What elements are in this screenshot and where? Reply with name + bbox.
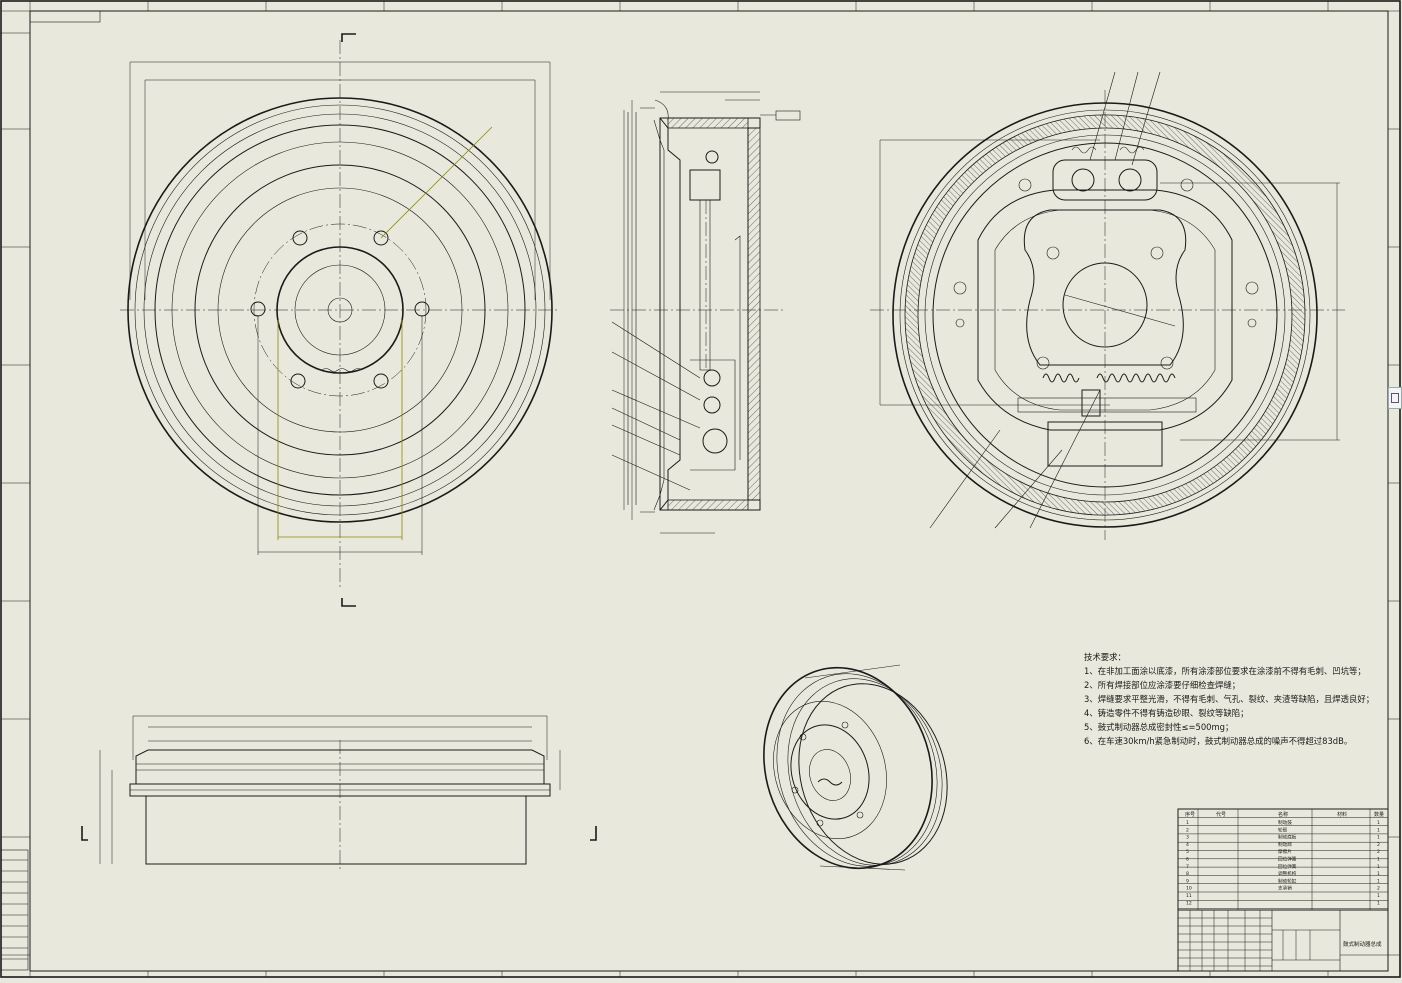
tech-req-line: 6、在车速30km/h紧急制动时，鼓式制动器总成的噪声不得超过83dB。	[1084, 736, 1352, 746]
title-block: 鼓式制动器总成	[1177, 909, 1389, 972]
bom-cell: 轮毂	[1278, 826, 1288, 833]
bom-cell: 8	[1186, 871, 1189, 877]
tech-req-title: 技术要求：	[1084, 652, 1126, 662]
bom-cell: 3	[1186, 835, 1189, 841]
tech-req-line: 1、在非加工面涂以底漆，所有涂漆部位要求在涂漆前不得有毛刺、凹坑等；	[1084, 666, 1366, 676]
isometric-view	[763, 664, 948, 871]
bom-cell: 1	[1186, 820, 1189, 826]
bom-cell: 2	[1377, 842, 1380, 848]
drum-side-view	[81, 715, 597, 870]
bom-cell: 制动底板	[1278, 834, 1297, 841]
bom-cell: 1	[1377, 871, 1380, 877]
brake-assembly-view	[870, 71, 1345, 540]
bom-cell: 1	[1377, 820, 1380, 826]
bom-cell: 制动鼓	[1278, 819, 1292, 826]
bom-cell: 调整机构	[1278, 870, 1297, 877]
bom-cell: 1	[1377, 827, 1380, 833]
bom-cell: 2	[1377, 886, 1380, 892]
bom-cell: 摩擦片	[1278, 848, 1292, 855]
bom-cell: 10	[1186, 886, 1192, 892]
bom-cell: 1	[1377, 864, 1380, 870]
panel-icon	[1391, 393, 1399, 403]
bom-cell: 2	[1377, 849, 1380, 855]
bom-cell: 回位弹簧	[1278, 863, 1297, 870]
bom-cell: 1	[1377, 900, 1380, 906]
tech-req-line: 2、所有焊接部位应涂漆要仔细检查焊缝；	[1084, 680, 1240, 690]
tech-req-line: 5、鼓式制动器总成密封性≤=500mg；	[1084, 722, 1233, 732]
bom-cell: 1	[1377, 878, 1380, 884]
bom-header: 代号	[1216, 811, 1226, 818]
tech-req-line: 3、焊缝要求平整光滑，不得有毛刺、气孔、裂纹、夹渣等缺陷，且焊透良好；	[1084, 694, 1374, 704]
section-view	[610, 91, 801, 534]
bom-cell: 4	[1186, 842, 1189, 848]
bom-cell: 7	[1186, 864, 1189, 870]
bom-cell: 12	[1186, 900, 1192, 906]
bom-cell: 9	[1186, 878, 1189, 884]
bom-header: 材料	[1337, 811, 1347, 818]
drawing-name: 鼓式制动器总成	[1343, 940, 1382, 948]
bom-cell: 1	[1377, 857, 1380, 863]
bom-header: 名称	[1278, 811, 1288, 818]
bom-cell: 制动蹄	[1278, 841, 1292, 848]
technical-requirements: 技术要求： 1、在非加工面涂以底漆，所有涂漆部位要求在涂漆前不得有毛刺、凹坑等；…	[1084, 652, 1374, 746]
revision-strip	[0, 849, 29, 971]
bom-cell: 2	[1186, 827, 1189, 833]
bom-cell: 1	[1377, 835, 1380, 841]
bom-cell: 1	[1377, 893, 1380, 899]
tech-req-line: 4、铸造零件不得有铸造砂眼、裂纹等缺陷；	[1084, 708, 1248, 718]
bom-cell: 6	[1186, 857, 1189, 863]
drum-front-view	[120, 33, 560, 607]
bom-cell: 回位弹簧	[1278, 856, 1297, 863]
bom-cell: 制动轮缸	[1278, 877, 1297, 884]
bom-cell: 支承销	[1278, 885, 1292, 892]
bom-header: 序号	[1185, 811, 1195, 818]
bom-cell: 11	[1186, 893, 1192, 899]
panel-toggle-button[interactable]	[1388, 387, 1402, 409]
bom-cell: 5	[1186, 849, 1189, 855]
bom-header: 数量	[1374, 811, 1384, 818]
